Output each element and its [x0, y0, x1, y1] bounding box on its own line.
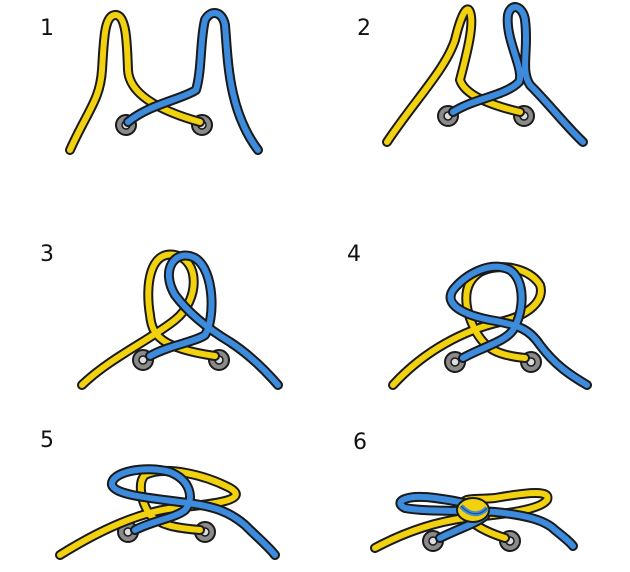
step-6-illustration	[370, 488, 578, 553]
step-1-illustration	[65, 8, 263, 155]
shoelace-strand-icon	[107, 464, 280, 560]
step-5-number: 5	[40, 428, 54, 453]
step-6-panel: 6	[315, 420, 630, 572]
step-5-panel: 5	[0, 420, 315, 572]
step-1-number: 1	[40, 16, 54, 41]
step-3-illustration	[77, 249, 283, 390]
step-6-number: 6	[353, 430, 367, 455]
step-4-illustration	[388, 261, 592, 390]
step-5-illustration	[55, 464, 280, 560]
step-4-number: 4	[347, 242, 361, 267]
shoelace-strand-icon	[145, 250, 283, 390]
shoelace-strand-icon	[123, 8, 263, 155]
step-2-number: 2	[357, 16, 371, 41]
shoelace-strand-icon	[388, 262, 546, 390]
step-3-number: 3	[40, 242, 54, 267]
step-3-panel: 3	[0, 230, 315, 395]
shoelace-strand-icon	[445, 261, 592, 390]
shoelace-strand-icon	[448, 2, 588, 147]
step-4-panel: 4	[315, 230, 630, 395]
shoelace-strand-icon	[382, 4, 525, 147]
step-1-panel: 1	[0, 0, 315, 160]
step-2-illustration	[382, 2, 588, 147]
knot-icon	[456, 497, 490, 523]
step-2-panel: 2	[315, 0, 630, 160]
shoelace-strand-icon	[55, 465, 241, 560]
shoelace-strand-icon	[65, 10, 205, 155]
